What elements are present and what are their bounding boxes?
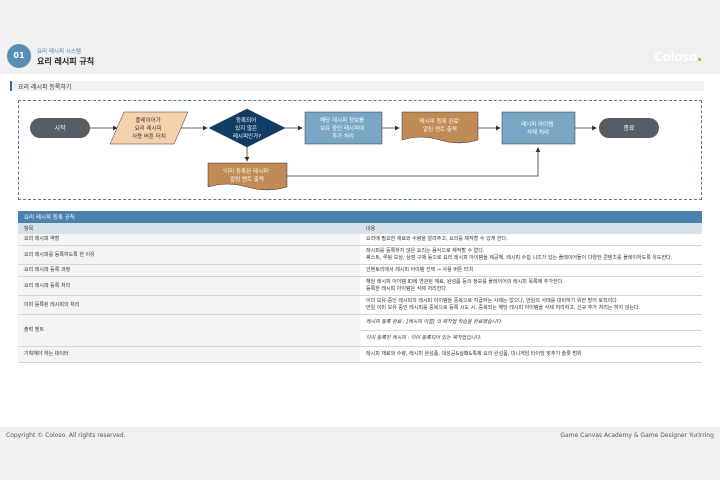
brand-logo: Coloso (654, 50, 701, 64)
flow-step2-line2: 보유 중인 레시피에 (320, 124, 364, 132)
row-value: 레시피를 등록하지 않은 요리는 음식으로 제작할 수 없다.퀘스트, 루팅 보… (360, 245, 702, 265)
flow-decision-line3: 레시피인가? (233, 132, 261, 140)
table-row: 출력 멘트 레시피 등록 완료 : [레시피 이름] 의 제작법 학습을 완료했… (18, 314, 702, 347)
flow-start-label: 시작 (54, 125, 66, 132)
column-header-content: 내용 (360, 223, 702, 234)
flow-alt-line1: '이미 등록된 레시피' (223, 167, 270, 175)
table-row: 이미 등록된 레시피 : 이미 등록되어 있는 제작법입니다. (18, 330, 702, 347)
flow-end-label: 종료 (623, 125, 635, 132)
row-line: 요리에 필요한 재료와 수량을 알려주고, 요리를 제작할 수 있게 한다. (366, 236, 508, 242)
connector-alt-step4 (287, 147, 541, 177)
table-row: 요리 레시피를 등록하도록 한 이유 레시피를 등록하지 않은 요리는 음식으로… (18, 245, 702, 265)
row-line: 해당 레시피 아이템 ID에 연관된 재료, 완성품 등의 정보를 플레이어의 … (366, 279, 564, 285)
flow-step2-line1: 해당 레시피 정보를 (320, 116, 364, 124)
page-subtitle: 요리 레시피 시스템 (37, 49, 81, 55)
table-row: 요리 레시피 등록 과정 인벤토리에서 레시피 아이템 선택 → 사용 버튼 터… (18, 264, 702, 277)
copyright-text: Copyright © Coloso. All rights reserved. (6, 432, 126, 439)
flow-start-node (30, 118, 90, 138)
table-row: 요리 레시피 등록 처리 해당 레시피 아이템 ID에 연관된 재료, 완성품 … (18, 276, 702, 296)
flow-step3-line1: '레시피 등록 완료' (418, 117, 460, 125)
flow-step2-node (304, 111, 383, 145)
row-value: 레시피 재료와 수량, 레시피 완성품, 대성공&실패&특제 요리 완성품, 미… (360, 346, 702, 363)
flow-alt-node (207, 162, 288, 191)
flow-step4-label: 레시피 아이템 삭제 처리 (521, 120, 555, 136)
flow-step4-node (501, 111, 576, 145)
flowchart-frame (18, 100, 702, 200)
flow-step1-line2: 요리 레시피 (135, 124, 162, 132)
rules-table: 요리 레시피 등록 규칙 항목 내용 요리 레시피 역할 요리에 필요한 재료와… (18, 211, 702, 363)
flow-decision-line1: 등록되어 (236, 116, 256, 124)
section-title: 요리 레시피 등록하기 (18, 84, 72, 91)
flow-step1-label: 플레이어가 요리 레시피 사용 버튼 터치 (132, 116, 166, 140)
row-line: 레시피 등록 완료 : [레시피 이름] 의 제작법 학습을 완료했습니다. (366, 319, 503, 325)
section-header: 요리 레시피 등록하기 (10, 81, 704, 91)
credit-text: Game Canvas Academy & Game Designer Yuri… (560, 432, 714, 439)
column-header-item: 항목 (18, 223, 360, 234)
row-value: 레시피 등록 완료 : [레시피 이름] 의 제작법 학습을 완료했습니다. (360, 314, 702, 331)
table-title: 요리 레시피 등록 규칙 (18, 211, 702, 223)
flow-step3-line2: 알림 멘트 출력 (423, 125, 457, 133)
flow-end-node (599, 118, 659, 138)
flow-alt-label: '이미 등록된 레시피' 알림 멘트 출력 (223, 167, 272, 183)
chapter-badge: 01 (7, 44, 31, 68)
logo-dot (698, 58, 701, 61)
page-footer (0, 427, 720, 480)
row-key: 기획해야 하는 데이터 (18, 346, 360, 363)
flow-connectors (90, 125, 597, 177)
row-line: 만일 이미 보유 중인 레시피를 중복으로 등록 시도 시, 중복되는 해당 레… (366, 305, 641, 311)
flow-step2-label: 해당 레시피 정보를 보유 중인 레시피에 추가 처리 (320, 116, 366, 140)
row-line: 퀘스트, 루팅 보상, 상점 구매 등으로 요리 레시피 아이템을 제공해, 레… (366, 255, 673, 261)
flow-step4-line1: 레시피 아이템 (521, 120, 553, 128)
flow-decision-line2: 있지 않은 (235, 124, 257, 132)
flow-step1-node (109, 111, 189, 145)
row-key: 요리 레시피 역할 (18, 234, 360, 246)
table-row: 기획해야 하는 데이터 레시피 재료와 수량, 레시피 완성품, 대성공&실패&… (18, 346, 702, 363)
row-line: 등록한 레시피 아이템은 삭제 처리한다. (366, 286, 448, 292)
row-value: 해당 레시피 아이템 ID에 연관된 재료, 완성품 등의 정보를 플레이어의 … (360, 276, 702, 296)
row-key: 이미 등록된 레시피의 처리 (18, 295, 360, 315)
row-line: 이미 보유 중인 레시피의 레시피 아이템을 중복으로 지급하는 사례는 없으나… (366, 298, 619, 304)
row-key: 요리 레시피 등록 과정 (18, 264, 360, 277)
row-line: 이미 등록된 레시피 : 이미 등록되어 있는 제작법입니다. (366, 335, 482, 341)
row-value: 요리에 필요한 재료와 수량을 알려주고, 요리를 제작할 수 있게 한다. (360, 234, 702, 246)
flow-step3-label: '레시피 등록 완료' 알림 멘트 출력 (418, 117, 462, 133)
row-key: 요리 레시피를 등록하도록 한 이유 (18, 245, 360, 265)
row-key: 요리 레시피 등록 처리 (18, 276, 360, 296)
table-row: 요리 레시피 역할 요리에 필요한 재료와 수량을 알려주고, 요리를 제작할 … (18, 234, 702, 246)
row-line: 인벤토리에서 레시피 아이템 선택 → 사용 버튼 터치 (366, 267, 474, 273)
flow-step1-line1: 플레이어가 (135, 116, 160, 124)
flow-step2-line3: 추가 처리 (332, 132, 354, 140)
flowchart: 시작 플레이어가 요리 레시피 사용 버튼 터치 등록되어 있지 않은 레시피인… (30, 108, 659, 191)
flow-step3-node (401, 111, 479, 144)
page-header (0, 0, 720, 74)
flow-decision-label: 등록되어 있지 않은 레시피인가? (233, 116, 261, 140)
flow-step4-line2: 삭제 처리 (527, 128, 549, 136)
row-value: 이미 보유 중인 레시피의 레시피 아이템을 중복으로 지급하는 사례는 없으나… (360, 295, 702, 315)
flow-step1-line3: 사용 버튼 터치 (132, 132, 166, 140)
row-line: 레시피 재료와 수량, 레시피 완성품, 대성공&실패&특제 요리 완성품, 미… (366, 351, 582, 357)
logo-text: Coloso (654, 50, 697, 64)
flow-decision-node (208, 108, 286, 148)
row-value: 인벤토리에서 레시피 아이템 선택 → 사용 버튼 터치 (360, 264, 702, 277)
flow-alt-line2: 알림 멘트 출력 (230, 175, 264, 183)
table-row: 이미 등록된 레시피의 처리 이미 보유 중인 레시피의 레시피 아이템을 중복… (18, 295, 702, 315)
row-key: 출력 멘트 (18, 314, 360, 347)
page-title: 요리 레시피 규칙 (37, 57, 95, 66)
row-value: 이미 등록된 레시피 : 이미 등록되어 있는 제작법입니다. (360, 330, 702, 347)
row-line: 레시피를 등록하지 않은 요리는 음식으로 제작할 수 없다. (366, 248, 485, 254)
table-body: 요리 레시피 역할 요리에 필요한 재료와 수량을 알려주고, 요리를 제작할 … (18, 234, 702, 363)
